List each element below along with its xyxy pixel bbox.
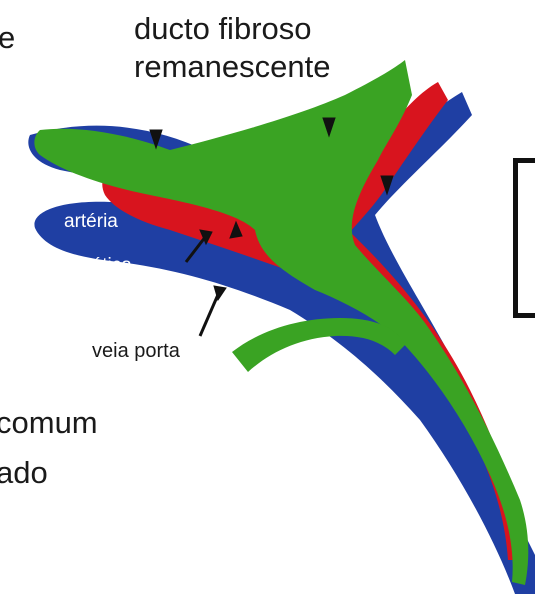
cropped-text-fragment-e: e (0, 20, 15, 56)
hepatic-artery-label-line1: artéria (64, 211, 118, 233)
hepatic-artery-label-line2: hepática (60, 255, 132, 277)
fibrous-duct-shape (34, 60, 528, 585)
fibrous-duct-label-line1: ducto fibroso (134, 10, 330, 48)
bracket-shape (513, 158, 535, 318)
portal-vein-label: veia porta (92, 340, 180, 363)
cropped-text-fragment-comum: comum (0, 405, 98, 441)
fibrous-duct-label: ducto fibroso remanescente (134, 10, 330, 86)
fibrous-duct-label-line2: remanescente (134, 48, 330, 86)
cropped-text-fragment-ado: ado (0, 455, 48, 491)
